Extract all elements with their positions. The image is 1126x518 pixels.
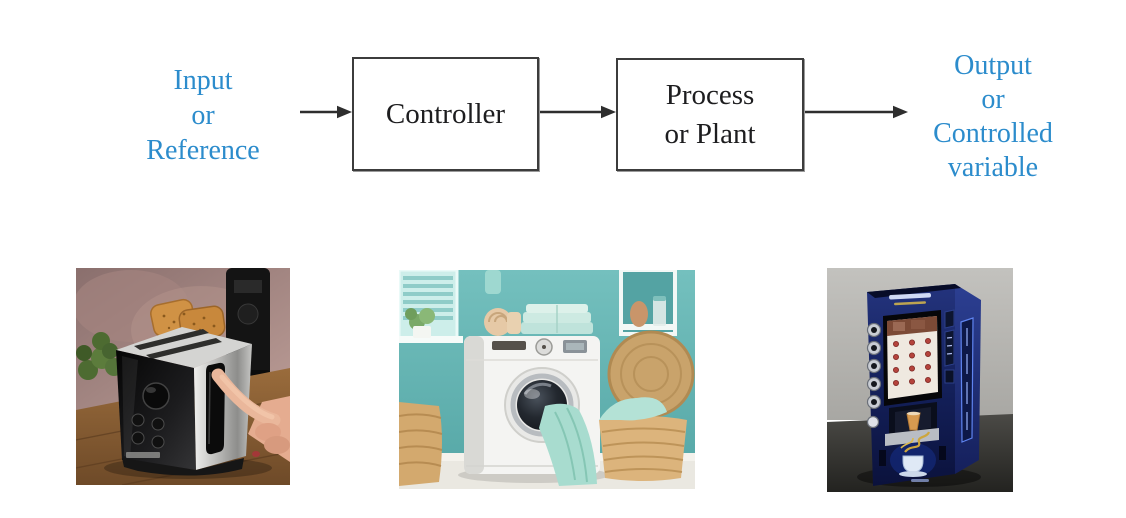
drip-tray — [885, 428, 939, 446]
panel-buttons — [131, 413, 165, 449]
card-reader — [944, 369, 955, 384]
controller-block: Controller — [352, 57, 539, 171]
toaster-slot-2 — [146, 338, 222, 359]
dispenser-bay — [889, 402, 937, 438]
window — [399, 270, 463, 343]
process-block: Process or Plant — [616, 58, 804, 171]
toaster-photo — [76, 268, 290, 485]
curled-finger-2 — [264, 436, 290, 454]
hanging-cloth — [485, 270, 501, 294]
arrow-input-to-controller — [300, 105, 352, 119]
vent-2 — [939, 446, 946, 460]
panel-reflection — [122, 356, 138, 458]
brand-plate — [126, 452, 160, 458]
left-basket — [399, 402, 443, 486]
output-label: Output or Controlled variable — [933, 50, 1053, 183]
process-label: Process or Plant — [664, 78, 756, 150]
arrow-controller-to-process — [537, 105, 616, 119]
toaster-base — [122, 458, 244, 476]
steam-swirl — [904, 431, 931, 453]
controller-label: Controller — [385, 97, 506, 130]
input-label: Input or Reference — [146, 65, 260, 166]
right-basket — [599, 397, 687, 481]
gourd-vase — [630, 301, 648, 327]
vending-machine-illustration — [827, 268, 1013, 492]
lever-window-sheen — [208, 371, 211, 445]
header-logo-marks — [889, 293, 932, 306]
painted-nail — [252, 451, 260, 457]
folded-mint-towels — [521, 304, 593, 334]
keypad-panel — [944, 309, 955, 384]
flow-arrows — [300, 105, 908, 119]
glass-jar — [653, 298, 666, 326]
finger-highlight — [219, 374, 275, 420]
towel-stack — [484, 304, 593, 336]
selection-buttons — [866, 322, 882, 429]
bottom-logo-mark — [911, 479, 929, 482]
vent — [879, 450, 886, 466]
window-sill — [399, 336, 463, 343]
toaster-body — [116, 327, 252, 476]
toaster-slot — [134, 329, 209, 350]
arrow-process-to-output — [802, 105, 908, 119]
browning-dial — [142, 382, 170, 410]
vending-machine-photo — [827, 268, 1013, 492]
sill-plant — [405, 308, 435, 338]
towel-in-basket — [599, 397, 667, 421]
toaster-illustration — [76, 268, 290, 485]
drink-grid — [893, 338, 932, 387]
coffee-cup-art — [890, 431, 936, 477]
detergent-drawer — [492, 341, 526, 350]
towel-folds — [554, 407, 588, 483]
top-face — [867, 284, 961, 298]
hand — [211, 368, 290, 462]
side-glow-sign — [960, 317, 974, 443]
shelf-niche — [619, 270, 677, 336]
vending-machine-body — [866, 284, 981, 486]
washing-machine-photo — [399, 270, 695, 489]
washing-machine-illustration — [399, 270, 695, 489]
dial-highlight — [146, 387, 156, 393]
